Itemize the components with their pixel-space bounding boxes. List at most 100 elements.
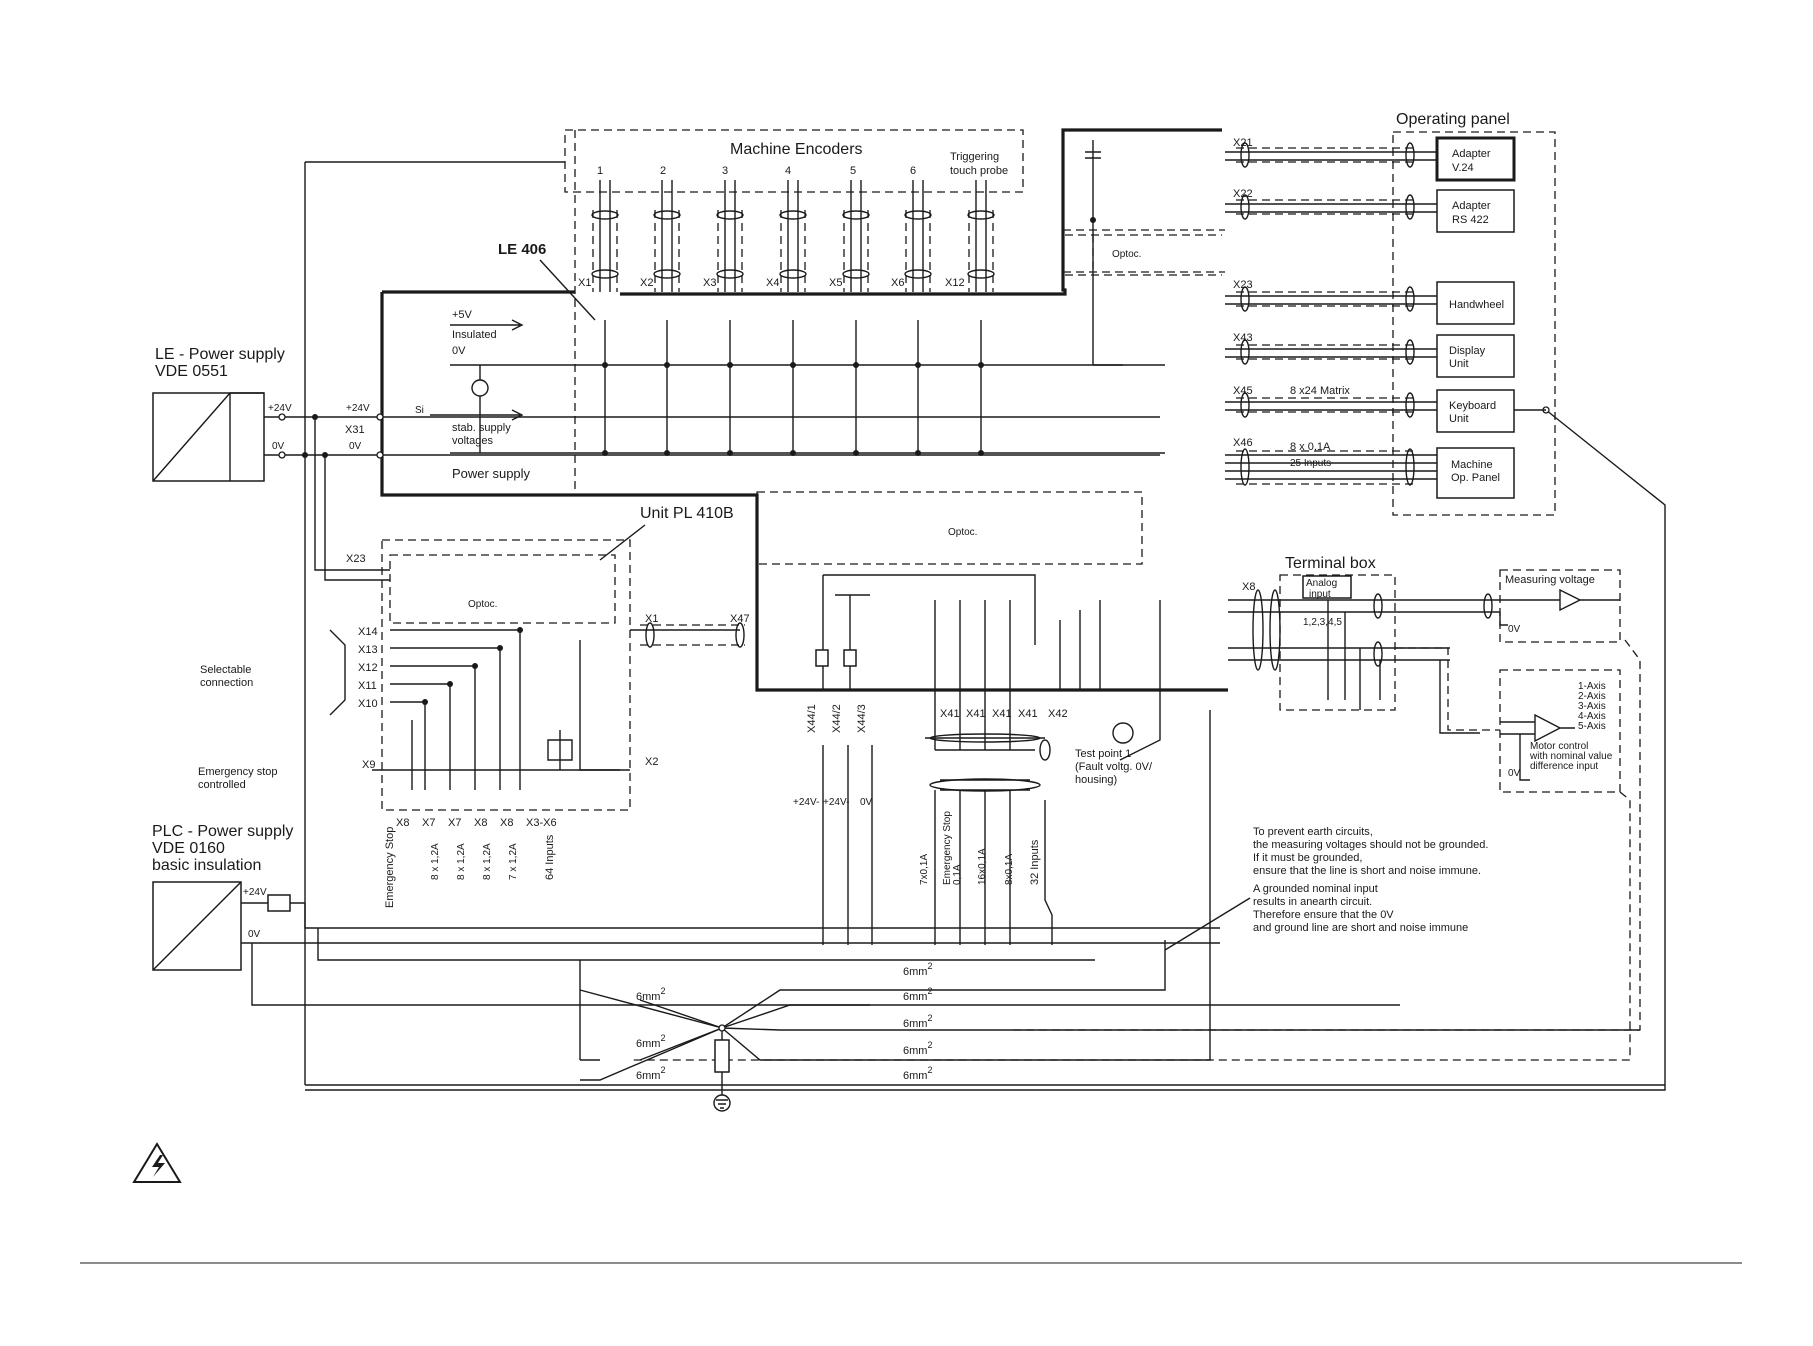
- note-line: the measuring voltages should not be gro…: [1253, 839, 1488, 851]
- plc-power-label: PLC - Power supply: [152, 823, 293, 840]
- measuring-voltage-label: Measuring voltage: [1505, 574, 1595, 586]
- panel-device-adapter-rs422: Adapter RS 422: [1436, 189, 1515, 233]
- connector-label: X2: [640, 277, 653, 289]
- connector-label: X13: [358, 644, 378, 656]
- ground-bus: [305, 710, 1665, 1112]
- test-point-label: (Fault voltg. 0V/: [1075, 761, 1153, 773]
- rating-label: 0,1A: [952, 864, 963, 885]
- analog-label: input: [1309, 589, 1331, 600]
- connector-label: X21: [1233, 137, 1253, 149]
- panel-device-label: Unit: [1449, 413, 1469, 425]
- connector-label: X42: [1048, 708, 1068, 720]
- axis-label: 3-Axis: [1578, 701, 1606, 712]
- le406-title: LE 406: [498, 241, 546, 258]
- selectable-label: Selectable: [200, 664, 251, 676]
- axes-label: 1,2,3,4,5: [1303, 617, 1342, 628]
- wire-size-label: 6mm2: [636, 1033, 665, 1050]
- connector-label: X14: [358, 626, 378, 638]
- operating-panel-frame: [1392, 131, 1556, 516]
- pl410b-wiring: [329, 622, 745, 790]
- output-label: Emergency Stop: [384, 827, 396, 908]
- output-label: X8: [474, 817, 487, 829]
- estop-ctrl-label: controlled: [198, 779, 246, 791]
- encoder-cables: [591, 128, 1225, 296]
- connector-label: X44/3: [856, 704, 868, 733]
- plus24v-label: +24V: [268, 403, 292, 414]
- le406-pointer: [539, 259, 596, 321]
- wire-size-label: 6mm2: [903, 1065, 932, 1082]
- connector-label: X6: [891, 277, 904, 289]
- connector-label: X4: [766, 277, 779, 289]
- panel-device-handwheel: Handwheel: [1436, 281, 1515, 325]
- panel-device-label: Adapter: [1452, 148, 1491, 160]
- motor-label: Motor control: [1530, 741, 1588, 752]
- panel-device-adapter-v24: Adapter V.24: [1435, 136, 1516, 182]
- note-line: Therefore ensure that the 0V: [1253, 909, 1394, 921]
- stab-label: stab. supply: [452, 422, 511, 434]
- panel-device-label: Unit: [1449, 358, 1469, 370]
- connector-label: X12: [358, 662, 378, 674]
- panel-device-label: Adapter: [1452, 200, 1491, 212]
- pl-output-labels: Emergency Stop X8 X7 X7 X8 X8 X3-X6 8 x …: [384, 817, 557, 908]
- power-supply-label: Power supply: [452, 466, 531, 481]
- terminal-box-wiring: [1228, 589, 1500, 734]
- estop-ctrl-label: Emergency stop: [198, 766, 277, 778]
- optoc-label: Optoc.: [948, 527, 977, 538]
- le-power-label: VDE 0551: [155, 363, 228, 380]
- le-power-supply-box: [152, 392, 265, 482]
- axis-label: 4-Axis: [1578, 711, 1606, 722]
- si-label: Si: [415, 405, 424, 416]
- analog-label: Analog: [1306, 578, 1337, 589]
- connector-label: X2: [645, 756, 658, 768]
- axis-label: 1-Axis: [1578, 681, 1606, 692]
- le406-internal-bus: [430, 140, 1222, 456]
- connector-label: X47: [730, 613, 750, 625]
- note-line: ensure that the line is short and noise …: [1253, 865, 1481, 877]
- wire-size-label: 6mm2: [903, 961, 932, 978]
- plc-power-symbol: [152, 881, 242, 971]
- rating-label: 7 x 1,2A: [508, 843, 519, 880]
- panel-device-label: Display: [1449, 345, 1486, 357]
- zero-v-label: 0V: [349, 441, 362, 452]
- le-power-symbol: [152, 392, 264, 482]
- panel-device-label: Keyboard: [1449, 400, 1496, 412]
- connector-label: X41: [1018, 708, 1038, 720]
- optoc-label: Optoc.: [1112, 249, 1141, 260]
- connector-label: X31: [345, 424, 365, 436]
- stab-label: voltages: [452, 435, 493, 447]
- output-label: X8: [500, 817, 513, 829]
- encoder-number: 4: [785, 165, 791, 177]
- encoder-number: 3: [722, 165, 728, 177]
- insulated-label: Insulated: [452, 329, 497, 341]
- motor-control-frame: [1499, 669, 1621, 793]
- zero-v-label: 0V: [452, 345, 466, 357]
- plc-power-label: VDE 0160: [152, 840, 225, 857]
- test-point-label: housing): [1075, 774, 1117, 786]
- panel-device-label: Machine: [1451, 459, 1493, 471]
- plus5v-label: +5V: [452, 309, 473, 321]
- output-label: X7: [422, 817, 435, 829]
- wire-size-label: 6mm2: [903, 1040, 932, 1057]
- panel-cables: [305, 142, 1666, 1091]
- connector-label: X12: [945, 277, 965, 289]
- connector-label: X23: [346, 553, 366, 565]
- note-line: results in anearth circuit.: [1253, 896, 1372, 908]
- connector-label: X5: [829, 277, 842, 289]
- note-line: If it must be grounded,: [1253, 852, 1362, 864]
- triggering-label: touch probe: [950, 165, 1008, 177]
- optoc-label: Optoc.: [468, 599, 497, 610]
- plc-power-label: basic insulation: [152, 857, 261, 874]
- axis-label: 5-Axis: [1578, 721, 1606, 732]
- wire-size-label: 6mm2: [903, 986, 932, 1003]
- connector-label: X10: [358, 698, 378, 710]
- zero-v-label: 0V: [248, 929, 261, 940]
- panel-device-keyboard-unit: Keyboard Unit: [1436, 389, 1515, 433]
- panel-device-label: V.24: [1452, 162, 1474, 174]
- encoder-number: 6: [910, 165, 916, 177]
- x44-x41-wiring: [815, 574, 1161, 945]
- machine-encoders-frame: [564, 129, 1024, 193]
- motor-label: with nominal value: [1529, 751, 1613, 762]
- note-line: To prevent earth circuits,: [1253, 826, 1373, 838]
- connector-label: X1: [578, 277, 591, 289]
